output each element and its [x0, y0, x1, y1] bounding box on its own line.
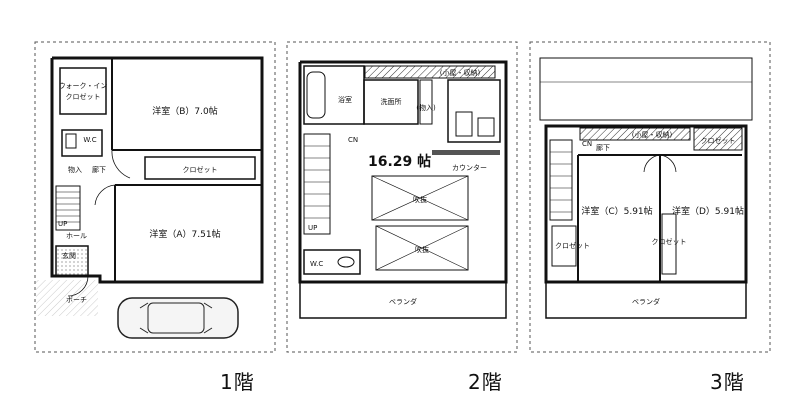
kitchen [447, 79, 501, 143]
up-label-2: UP [308, 224, 317, 232]
top-storage-label-2: (小屋・収納) [440, 68, 481, 77]
up-label-1: UP [58, 220, 67, 228]
walkin-label-2: クロゼット [66, 92, 101, 101]
top-storage-3 [579, 127, 691, 141]
hall-label-main-1: ホール [66, 232, 87, 240]
roof-3 [539, 57, 753, 121]
cn-label-3: CN [582, 140, 592, 148]
closet-top-label: クロゼット [701, 136, 736, 145]
ldk-area-label: 16.29 帖 [368, 153, 431, 170]
walkin-label-1: ウォーク・イン [59, 82, 108, 90]
closet-mid-3 [661, 213, 677, 275]
hall-label-1: 廊下 [92, 165, 106, 174]
storage-label-1: 物入 [68, 165, 82, 174]
veranda-3 [545, 281, 747, 319]
veranda-label-3: ベランダ [632, 297, 660, 306]
stairs-1 [55, 185, 81, 231]
floor-1-plan: ウォーク・イン クロゼット 洋室（B）7.0帖 クロゼット 洋室（A）7.51帖… [34, 41, 276, 353]
closet-strip-1 [144, 156, 256, 180]
room-western-a: 洋室（A）7.51帖 [149, 228, 220, 240]
floor-3-plan: (小屋・収納) 廊下 CN クロゼット クロゼット クロゼット 洋室（C）5.9… [529, 41, 771, 353]
wc-label-1: W.C [83, 136, 96, 144]
lot-boundary-2 [286, 41, 518, 353]
closet-left-label: クロゼット [555, 241, 590, 250]
floor-label-3: 3階 [710, 370, 745, 394]
wc-label-2: W.C [310, 260, 323, 268]
counter [432, 150, 500, 155]
storage-2 [419, 79, 433, 125]
closet-label-1: クロゼット [183, 165, 218, 174]
washroom-label: 洗面所 [381, 97, 402, 106]
skylight-label-1: 吹抜 [413, 195, 427, 204]
skylight-2 [375, 225, 469, 271]
counter-label: カウンター [452, 163, 487, 172]
exterior-wall-2 [298, 60, 508, 284]
room-western-c: 洋室（C）5.91帖 [581, 205, 652, 217]
room-western-d: 洋室（D）5.91帖 [672, 205, 744, 217]
top-storage-2 [364, 65, 496, 79]
floor-label-1: 1階 [220, 370, 255, 394]
wc-2 [303, 249, 361, 275]
porch-label: ポーチ [66, 296, 87, 304]
lot-boundary-1 [34, 41, 276, 353]
floor-label-2: 2階 [468, 370, 503, 394]
corridor-label: 廊下 [596, 143, 610, 152]
closet-mid-label: クロゼット [652, 237, 687, 246]
top-storage-label-3: (小屋・収納) [632, 130, 673, 139]
room-western-b: 洋室（B）7.0帖 [152, 105, 218, 117]
closet-left-3 [551, 225, 577, 267]
exterior-wall-1 [50, 56, 264, 284]
closet-top-3 [693, 127, 743, 151]
floor-2-plan: (小屋・収納) 浴室 洗面所 (物入) カウンター CN UP [286, 41, 518, 353]
entrance-label: 玄関 [62, 251, 76, 260]
bath-label: 浴室 [338, 95, 352, 104]
veranda-label-2: ベランダ [389, 297, 417, 306]
wc-1 [61, 129, 103, 157]
porch [36, 280, 98, 316]
bath-room [303, 65, 365, 125]
washroom [363, 79, 419, 125]
cn-label-2: CN [348, 136, 358, 144]
walkin-closet [59, 67, 107, 115]
skylight-1 [371, 175, 469, 221]
skylight-label-2: 吹抜 [415, 245, 429, 254]
stairs-3 [549, 139, 573, 221]
storage-label-2: (物入) [416, 103, 436, 112]
veranda-2 [299, 281, 507, 319]
lot-boundary-3 [529, 41, 771, 353]
stairs-2 [303, 133, 331, 235]
parking-car [117, 297, 239, 339]
entrance-1 [55, 245, 89, 277]
